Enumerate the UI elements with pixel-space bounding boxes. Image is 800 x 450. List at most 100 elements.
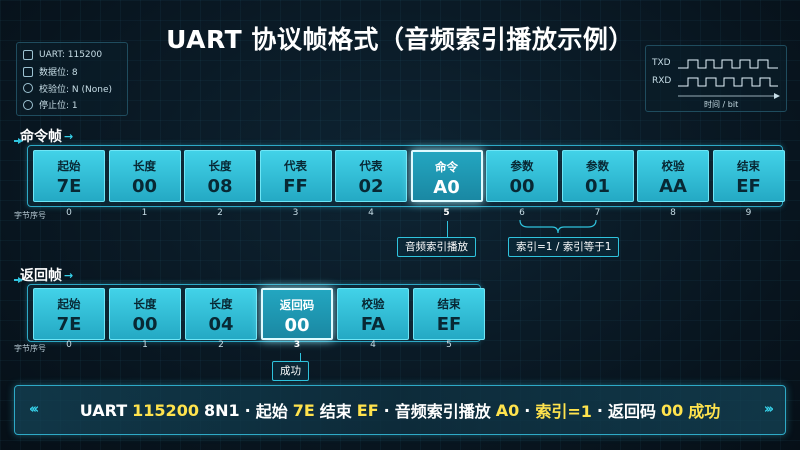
time-axis-arrow-icon <box>774 93 780 99</box>
response-frame-line <box>14 277 23 283</box>
byte-cell-value: 01 <box>584 176 611 197</box>
byte-cell-value: 7E <box>56 314 82 335</box>
byte-index: 5 <box>443 208 450 218</box>
summary-end-value: EF <box>356 400 379 420</box>
byte-index: 0 <box>66 208 72 218</box>
signal-timing-panel: TXD RXD 时间 / bit <box>645 45 787 112</box>
byte-cell-label: 结束 <box>737 159 760 173</box>
byte-cell: 代表 FF <box>259 150 332 202</box>
chevron-right-icon: ››› <box>763 402 774 417</box>
byte-cell: 参数 00 <box>486 150 558 202</box>
byte-cell: 校验 FA <box>337 288 409 340</box>
txd-label: TXD <box>652 58 671 68</box>
byte-cell-label: 校验 <box>361 297 385 311</box>
byte-cell-label: 结束 <box>437 297 461 311</box>
summary-cmd-value: A0 <box>495 400 520 420</box>
command-byte-index-label: 字节序号 <box>14 211 46 220</box>
byte-index: 9 <box>745 208 752 218</box>
arrow-right-icon: → <box>64 129 74 143</box>
response-byte-index-label: 字节序号 <box>14 344 46 353</box>
byte-cell-value: 00 <box>132 314 158 335</box>
summary-dot: · <box>383 400 390 420</box>
return-note: 成功 <box>272 361 309 381</box>
command-frame-heading: 命令帧 → <box>20 126 73 146</box>
parity-icon <box>23 83 33 94</box>
byte-cell: 返回码 00 <box>261 288 333 340</box>
byte-cell-value: FF <box>283 176 308 197</box>
time-axis-label: 时间 / bit <box>704 100 739 109</box>
rxd-label: RXD <box>652 76 672 86</box>
param-stop-bit: 停止位: 1 <box>23 97 121 114</box>
byte-cell-label: 长度 <box>208 159 232 173</box>
byte-index: 1 <box>142 340 148 350</box>
return-note-connector <box>300 353 301 361</box>
byte-cell-label: 返回码 <box>279 298 315 312</box>
param-parity-text: 校验位: N (None) <box>39 84 112 95</box>
command-frame-title: 命令帧 <box>20 129 62 145</box>
byte-cell: 长度 00 <box>108 150 181 202</box>
byte-index: 4 <box>368 208 374 218</box>
byte-index: 7 <box>594 208 601 218</box>
param-stop-bit-text: 停止位: 1 <box>39 101 78 112</box>
byte-cell-label: 起始 <box>57 159 81 173</box>
byte-cell-value: FA <box>360 314 386 335</box>
page-title: UART 协议帧格式（音频索引播放示例） <box>166 25 634 54</box>
byte-cell-value: 00 <box>131 176 158 197</box>
signal-waveform <box>678 59 780 99</box>
byte-cell-value: 00 <box>284 315 310 336</box>
byte-index: 2 <box>218 340 224 350</box>
param-data-bits-text: 数据位: 8 <box>39 68 78 79</box>
summary-success: 成功 <box>688 402 721 421</box>
byte-cell-value: 08 <box>207 176 233 197</box>
params-brace <box>519 219 597 234</box>
byte-cell-value: 04 <box>208 314 234 335</box>
summary-dot: · <box>524 400 531 420</box>
byte-cell: 长度 08 <box>184 150 256 202</box>
byte-cell-label: 起始 <box>57 297 81 311</box>
byte-index: 5 <box>446 340 452 350</box>
arrow-right-icon: → <box>64 268 74 282</box>
byte-cell-label: 代表 <box>359 159 383 173</box>
rxd-waveform <box>678 77 778 87</box>
summary-dot: · <box>244 400 251 420</box>
summary-end-label: 结束 <box>319 402 352 421</box>
summary-return-value: 00 <box>660 400 684 420</box>
summary-cmd-label: 音频索引播放 <box>394 402 491 421</box>
param-parity: 校验位: N (None) <box>23 80 121 97</box>
byte-cell-value: 02 <box>358 176 384 197</box>
summary-mode: 8N1 <box>203 400 240 420</box>
summary-uart: UART <box>79 400 128 420</box>
waveform-icon <box>23 50 33 61</box>
response-frame-heading: 返回帧 → <box>20 265 73 285</box>
summary-index: 索引=1 <box>535 402 592 421</box>
summary-baud: 115200 <box>132 400 199 420</box>
byte-cell-value: 00 <box>509 176 535 197</box>
byte-cell-label: 长度 <box>133 297 157 311</box>
command-note: 音频索引播放 <box>397 237 476 257</box>
byte-cell-value: 7E <box>56 176 82 197</box>
uart-params-panel: UART: 115200 数据位: 8 校验位: N (None) 停止位: 1 <box>16 42 128 116</box>
byte-cell-label: 长度 <box>209 297 233 311</box>
command-frame-line <box>14 138 23 144</box>
summary-start-value: 7E <box>292 400 315 420</box>
byte-cell: 命令 A0 <box>410 150 483 202</box>
byte-cell: 起始 7E <box>33 288 105 340</box>
response-frame-title: 返回帧 <box>20 268 62 284</box>
byte-cell-label: 长度 <box>133 159 156 173</box>
param-baud-text: UART: 115200 <box>39 50 103 61</box>
txd-waveform <box>678 59 778 69</box>
summary-return-label: 返回码 <box>607 402 656 421</box>
param-data-bits: 数据位: 8 <box>23 64 121 81</box>
byte-index: 1 <box>141 208 148 218</box>
summary-start-label: 起始 <box>255 402 288 421</box>
byte-cell-label: 参数 <box>510 159 534 173</box>
stop-bit-icon <box>23 99 33 110</box>
summary-bar: ‹‹‹ UART 115200 8N1 · 起始 7E 结束 EF · 音频索引… <box>14 385 786 435</box>
byte-cell-value: A0 <box>433 177 460 198</box>
byte-cell: 起始 7E <box>33 150 105 202</box>
byte-cell-label: 代表 <box>284 159 307 173</box>
byte-cell-label: 命令 <box>435 160 458 174</box>
